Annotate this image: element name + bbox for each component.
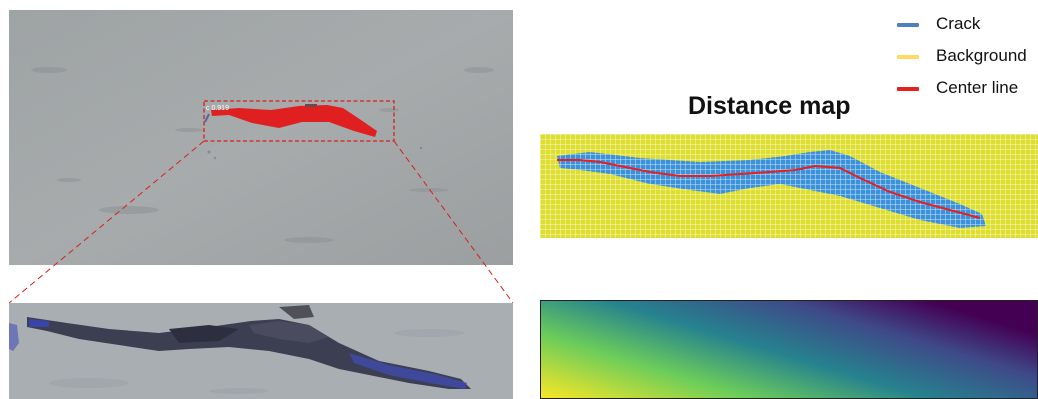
distance-map-title: Distance map [688,92,851,120]
legend-label-background: Background [936,46,1027,65]
wall-surface [9,10,513,265]
detection-box [203,100,395,142]
legend-swatch-crack [897,23,919,27]
crack-body [27,317,471,389]
legend-swatch-center-line [897,87,919,91]
legend-label-center-line: Center line [936,78,1019,97]
distance-heatmap [540,300,1038,399]
legend-swatch-background [897,55,919,59]
segmentation-photo: c 0.919 [9,10,513,265]
legend-label-crack: Crack [936,14,981,33]
detection-score: c 0.919 [206,105,229,112]
center-line [557,159,981,219]
distance-map-grid [540,134,1038,238]
zoomed-crack-photo [9,303,513,399]
crack-mask [211,105,377,137]
